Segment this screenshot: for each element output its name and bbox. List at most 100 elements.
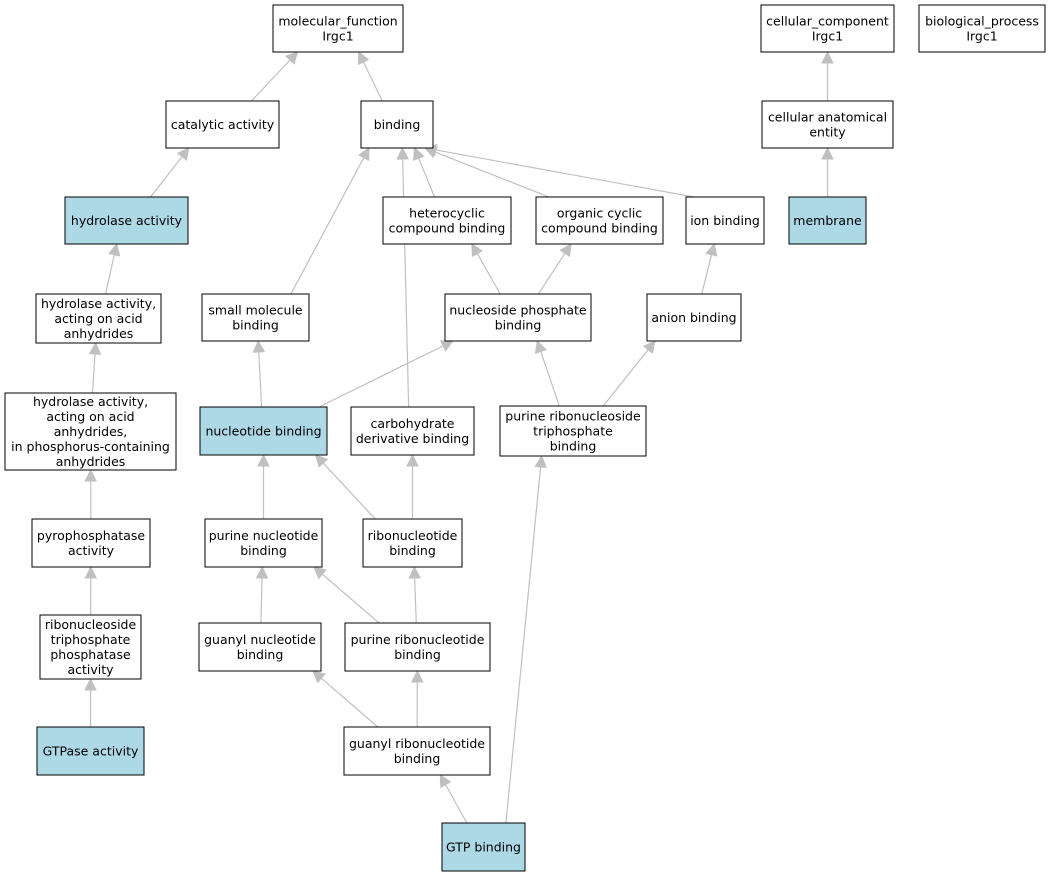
- go-term-node-catalytic-activity[interactable]: catalytic activity: [165, 100, 280, 149]
- node-label-line: catalytic activity: [171, 117, 275, 132]
- node-label-line: acting on acid: [46, 409, 134, 424]
- go-term-node-membrane[interactable]: membrane: [788, 196, 867, 245]
- edge-line: [435, 151, 550, 198]
- arrowhead: [84, 677, 97, 691]
- go-term-node-gtp-binding[interactable]: GTP binding: [441, 822, 526, 872]
- node-label-line: activity: [68, 543, 115, 558]
- node-label-line: small molecule: [208, 303, 303, 318]
- node-label-line: guanyl ribonucleotide: [349, 736, 485, 751]
- edge-pyrophosphatase-activity-to-hydrolase-phosphorus: [84, 468, 98, 520]
- arrowhead: [642, 340, 656, 354]
- arrowhead: [312, 670, 326, 684]
- node-label-line: Irgc1: [322, 29, 353, 44]
- go-term-node-ribonucleoside-triphosphate-phosphatase[interactable]: ribonucleosidetriphosphatephosphataseact…: [39, 614, 142, 680]
- node-box: [36, 726, 145, 776]
- node-label-line: purine nucleotide: [209, 528, 319, 543]
- edge-line: [414, 577, 417, 624]
- edge-gtp-binding-to-purine-ribonucleoside-triphosphate-binding: [505, 454, 547, 824]
- edge-purine-ribonucleoside-triphosphate-binding-to-nucleoside-phosphate-binding: [534, 339, 560, 407]
- node-label-line: binding: [389, 543, 436, 558]
- go-term-node-nucleotide-binding[interactable]: nucleotide binding: [199, 406, 328, 456]
- arrowhead: [314, 454, 329, 468]
- edge-line: [402, 158, 410, 408]
- node-box: [646, 293, 742, 342]
- edge-line: [321, 573, 380, 624]
- arrowhead: [534, 339, 547, 354]
- node-label-line: biological_process: [925, 14, 1039, 29]
- node-box: [39, 614, 142, 680]
- node-label-line: cellular_component: [766, 14, 889, 29]
- edge-line: [91, 353, 96, 394]
- arrowhead: [406, 453, 419, 467]
- edge-ribonucleotide-binding-to-carbohydrate-derivative-binding: [406, 453, 419, 519]
- arrowhead: [257, 453, 270, 467]
- go-term-node-binding[interactable]: binding: [360, 100, 434, 149]
- edge-guanyl-ribonucleotide-binding-to-purine-ribonucleotide-binding: [410, 669, 424, 728]
- go-term-node-hydrolase-activity[interactable]: hydrolase activity: [64, 196, 189, 245]
- node-label-line: triphosphate: [51, 632, 131, 647]
- edge-line: [602, 349, 649, 407]
- node-label-line: ion binding: [690, 213, 760, 228]
- edge-gtpase-activity-to-ribonucleoside-triphosphate-phosphatase: [84, 677, 97, 727]
- node-label-line: Irgc1: [966, 29, 997, 44]
- go-term-node-ion-binding[interactable]: ion binding: [685, 196, 765, 245]
- node-box: [64, 196, 189, 245]
- edge-cellular-anatomical-entity-to-cellular-component: [821, 50, 834, 101]
- node-label-line: triphosphate: [533, 424, 613, 439]
- node-label-line: anhydrides: [64, 326, 134, 341]
- edge-line: [322, 462, 376, 520]
- node-label-line: compound binding: [541, 221, 658, 236]
- edge-guanyl-ribonucleotide-binding-to-guanyl-nucleotide-binding: [312, 670, 379, 728]
- go-term-node-gtpase-activity[interactable]: GTPase activity: [36, 726, 145, 776]
- edge-line: [318, 345, 444, 408]
- node-box: [201, 293, 310, 342]
- node-label-line: binding: [495, 318, 542, 333]
- edge-catalytic-activity-to-molecular-function: [250, 51, 299, 102]
- node-label-line: binding: [394, 647, 441, 662]
- go-term-node-hydrolase-phosphorus[interactable]: hydrolase activity,acting on acidanhydri…: [4, 392, 177, 471]
- edge-line: [505, 466, 542, 824]
- edge-line: [320, 677, 379, 728]
- edge-ion-binding-to-binding: [423, 143, 695, 198]
- node-label-line: phosphatase: [50, 647, 131, 662]
- node-box: [350, 406, 475, 456]
- node-label-line: nucleotide binding: [205, 424, 321, 439]
- node-label-line: purine ribonucleoside: [505, 409, 641, 424]
- node-label-line: pyrophosphatase: [37, 528, 145, 543]
- node-label-line: acting on acid: [54, 311, 142, 326]
- node-label-line: compound binding: [389, 221, 506, 236]
- edge-guanyl-nucleotide-binding-to-purine-nucleotide-binding: [255, 565, 269, 624]
- node-box: [761, 100, 894, 149]
- edge-heterocyclic-compound-binding-to-binding: [413, 146, 436, 198]
- arrowhead: [396, 146, 410, 160]
- edge-line: [104, 254, 115, 295]
- node-box: [441, 822, 526, 872]
- edge-line: [701, 254, 713, 295]
- edge-line: [537, 252, 566, 295]
- arrowhead: [255, 565, 269, 579]
- node-box: [685, 196, 765, 245]
- go-term-node-hydrolase-acid-anhydrides[interactable]: hydrolase activity,acting on acidanhydri…: [35, 293, 162, 344]
- node-box: [165, 100, 280, 149]
- node-label-line: binding: [394, 751, 441, 766]
- edge-hydrolase-acid-anhydrides-to-hydrolase-activity: [104, 242, 121, 295]
- go-term-node-anion-binding[interactable]: anion binding: [646, 293, 742, 342]
- node-box: [344, 622, 491, 672]
